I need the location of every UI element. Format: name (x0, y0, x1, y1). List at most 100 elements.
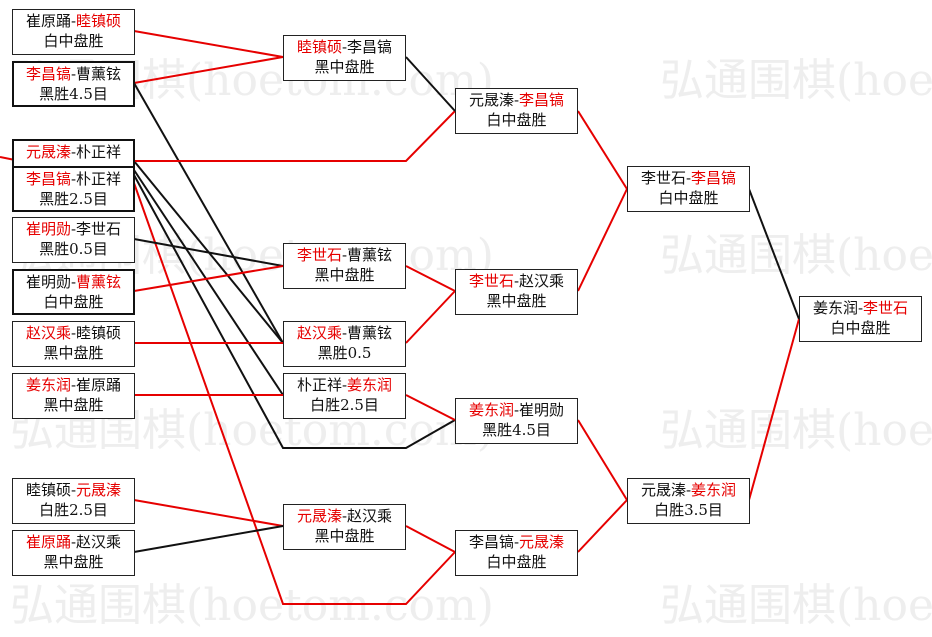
player-black: 赵汉乘 (25, 324, 71, 342)
player-black: 姜东润 (25, 376, 71, 394)
bracket-line (133, 56, 284, 84)
player-white: 姜东润 (691, 481, 737, 499)
player-white: 姜东润 (347, 376, 393, 394)
player-white: 元晟溱 (519, 533, 565, 551)
match-result: 白中盘胜 (43, 32, 104, 50)
watermark-text: 弘通围棋(hoetom.com) (660, 230, 932, 281)
player-white: 李昌镐 (519, 91, 565, 109)
bracket-line (133, 265, 284, 292)
match-box: 睦镇硕-元晟溱 白胜2.5目 (12, 478, 135, 524)
player-black: 李世石 (468, 272, 514, 290)
player-black: 姜东润 (468, 401, 514, 419)
player-black: 赵汉乘 (296, 324, 342, 342)
player-white: 曹薰铉 (347, 324, 393, 342)
match-result: 白中盘胜 (658, 189, 719, 207)
player-white: 李世石 (76, 220, 122, 238)
match-box: 李昌镐-元晟溱 白中盘胜 (455, 530, 578, 576)
match-result: 白中盘胜 (43, 293, 104, 311)
player-black: 元晟溱 (640, 481, 686, 499)
match-result: 黑中盘胜 (314, 527, 375, 545)
watermark-text: 弘通围棋(hoetom.com) (660, 55, 932, 106)
bracket-line (133, 169, 284, 396)
player-white: 李世石 (863, 299, 909, 317)
final-match-box: 姜东润-李世石 白中盘胜 (799, 296, 922, 342)
player-black: 李昌镐 (25, 65, 71, 83)
match-result: 黑中盘胜 (314, 58, 375, 76)
match-result: 白中盘胜 (830, 319, 891, 337)
match-result: 白中盘胜 (486, 111, 547, 129)
match-result: 黑中盘胜 (43, 396, 104, 414)
match-box: 元晟溱-李昌镐 白中盘胜 (455, 88, 578, 134)
bracket-line (748, 188, 800, 320)
bracket-line (133, 30, 284, 58)
bracket-line (748, 318, 800, 501)
player-white: 李昌镐 (347, 38, 393, 56)
match-box: 赵汉乘-曹薰铉 黑胜0.5 (283, 321, 406, 367)
match-box: 李世石-曹薰铉 黑中盘胜 (283, 243, 406, 289)
bracket-line (133, 525, 284, 553)
match-box: 姜东润-崔原踊 黑中盘胜 (12, 373, 135, 419)
match-box: 李世石-李昌镐 白中盘胜 (627, 166, 750, 212)
match-result: 白胜2.5目 (310, 396, 379, 414)
match-box: 崔明勋-曹薰铉 白中盘胜 (12, 269, 135, 315)
player-black: 李昌镐 (25, 170, 71, 188)
match-result: 黑中盘胜 (314, 266, 375, 284)
player-black: 崔原踊 (25, 533, 71, 551)
bracket-line (405, 394, 456, 421)
match-result: 白中盘胜 (486, 553, 547, 571)
match-result: 白胜2.5目 (39, 501, 108, 519)
player-black: 李世石 (640, 169, 686, 187)
watermark-text: 弘通围棋(hoetom.com) (660, 580, 932, 631)
match-box: 李昌镐-朴正祥 黑胜2.5目 (12, 166, 135, 212)
player-black: 李世石 (296, 246, 342, 264)
match-box: 李昌镐-曹薰铉 黑胜4.5目 (12, 61, 135, 107)
match-box: 元晟溱-赵汉乘 黑中盘胜 (283, 504, 406, 550)
player-white: 李昌镐 (691, 169, 737, 187)
player-black: 睦镇硕 (25, 481, 71, 499)
player-white: 曹薰铉 (76, 65, 122, 83)
bracket-line (405, 290, 456, 344)
match-box: 元晟溱-姜东润 白胜3.5目 (627, 478, 750, 524)
player-white: 崔明勋 (519, 401, 565, 419)
match-result: 黑胜4.5目 (482, 421, 551, 439)
player-white: 赵汉乘 (519, 272, 565, 290)
player-black: 元晟溱 (468, 91, 514, 109)
player-black: 崔明勋 (25, 220, 71, 238)
match-result: 黑胜0.5 (317, 344, 372, 362)
player-white: 赵汉乘 (347, 507, 393, 525)
bracket-line (405, 265, 456, 292)
bracket-line (133, 499, 284, 527)
match-box: 元晟溱-朴正祥 (12, 139, 135, 169)
match-result: 黑中盘胜 (486, 292, 547, 310)
match-box: 睦镇硕-李昌镐 黑中盘胜 (283, 35, 406, 81)
match-box: 姜东润-崔明勋 黑胜4.5目 (455, 398, 578, 444)
match-result: 黑中盘胜 (43, 553, 104, 571)
bracket-line (577, 419, 628, 501)
player-white: 朴正祥 (76, 170, 122, 188)
match-box: 李世石-赵汉乘 黑中盘胜 (455, 269, 578, 315)
match-box: 赵汉乘-睦镇硕 黑中盘胜 (12, 321, 135, 367)
watermark-text: 弘通围棋(hoetom.com) (660, 405, 932, 456)
bracket-line (133, 182, 456, 605)
bracket-line (133, 82, 284, 344)
match-box: 崔原踊-睦镇硕 白中盘胜 (12, 9, 135, 55)
bracket-line (577, 188, 628, 292)
match-box: 崔明勋-李世石 黑胜0.5目 (12, 217, 135, 263)
player-black: 元晟溱 (25, 143, 71, 161)
bracket-line (405, 56, 456, 112)
player-black: 元晟溱 (296, 507, 342, 525)
match-result: 黑胜2.5目 (39, 190, 108, 208)
player-black: 朴正祥 (296, 376, 342, 394)
match-result: 黑胜4.5目 (39, 85, 108, 103)
player-black: 崔明勋 (25, 273, 71, 291)
match-box: 崔原踊-赵汉乘 黑中盘胜 (12, 530, 135, 576)
bracket-line (405, 525, 456, 553)
player-white: 睦镇硕 (76, 12, 122, 30)
match-result: 白胜3.5目 (654, 501, 723, 519)
bracket-line (577, 110, 628, 190)
player-white: 曹薰铉 (76, 273, 122, 291)
player-black: 睦镇硕 (296, 38, 342, 56)
player-white: 曹薰铉 (347, 246, 393, 264)
match-result: 黑中盘胜 (43, 344, 104, 362)
